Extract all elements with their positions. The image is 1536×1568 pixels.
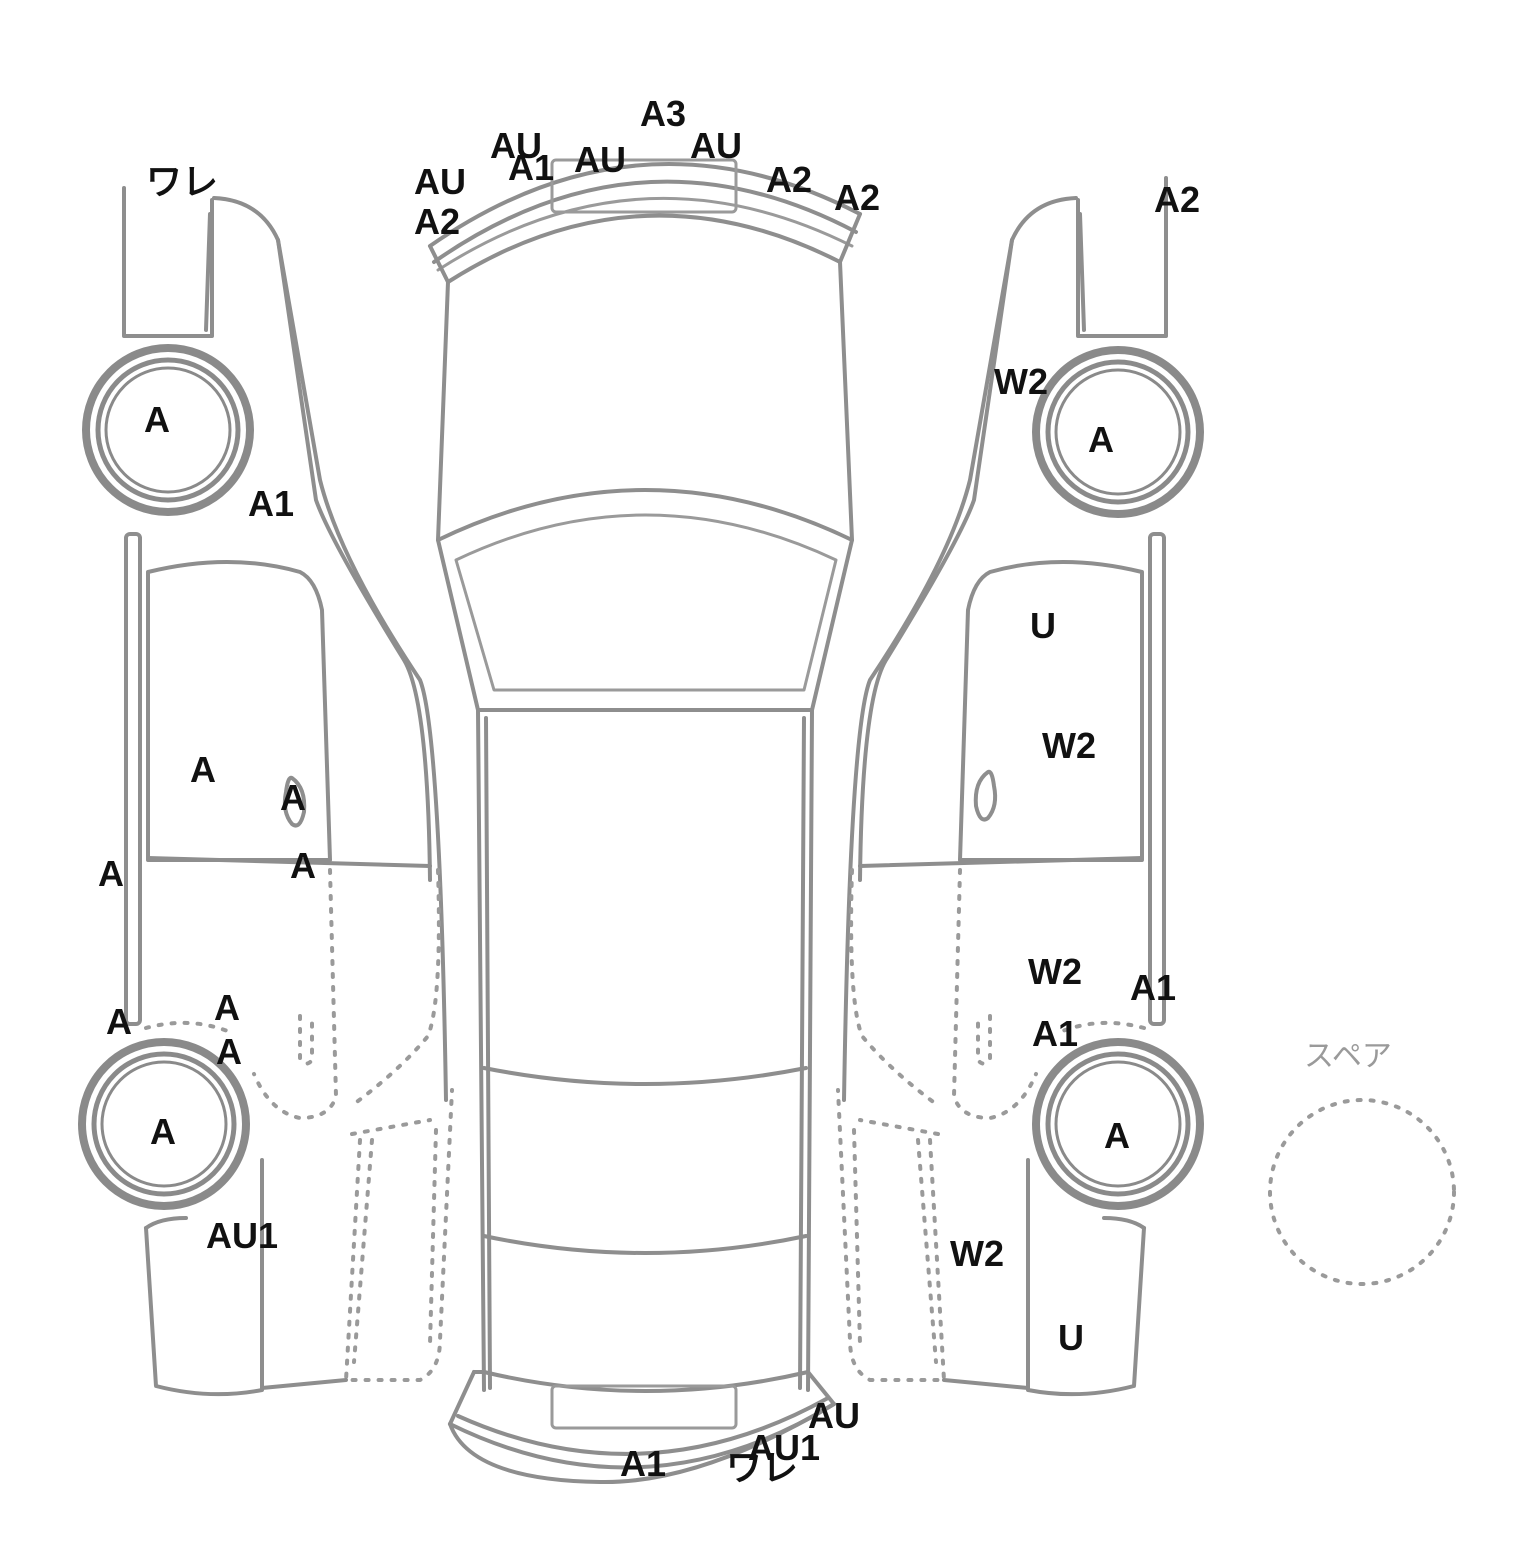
mark-bottom-a1: A1 bbox=[620, 1443, 666, 1484]
damage-marks: A3 AU A1 AU AU AU A2 A2 A2 ワレ A A1 A A A… bbox=[98, 93, 1200, 1488]
car-top-view bbox=[428, 158, 862, 1485]
mark-top-a2-1: A2 bbox=[414, 201, 460, 242]
left-rear-bumper bbox=[144, 1158, 264, 1397]
spare-tire: スペア bbox=[1268, 1039, 1456, 1286]
right-front-bumper bbox=[1076, 176, 1168, 338]
left-front-bumper bbox=[122, 186, 214, 338]
rear-bumper bbox=[482, 1370, 810, 1393]
spare-label: スペア bbox=[1304, 1039, 1392, 1074]
mark-right-rear-1: A1 bbox=[1032, 1013, 1078, 1054]
right-rear-quarter bbox=[836, 1088, 947, 1382]
mark-left-rear-1: A bbox=[106, 1001, 132, 1042]
mark-left-door-1: A bbox=[190, 749, 216, 790]
mark-left-rear-2: A bbox=[214, 987, 240, 1028]
rear-window-line bbox=[482, 1066, 808, 1086]
mark-top-a2-3: A2 bbox=[834, 177, 880, 218]
mark-left-rear-3: A bbox=[216, 1031, 242, 1072]
rear-license-plate bbox=[550, 1384, 738, 1430]
mark-top-a2-2: A2 bbox=[766, 159, 812, 200]
mark-top-au-3: AU bbox=[690, 125, 742, 166]
mark-left-crack-front: ワレ bbox=[146, 161, 218, 202]
mark-bottom-au1: AU1 bbox=[748, 1427, 820, 1468]
car-right-side-view bbox=[836, 176, 1204, 1397]
mark-top-a3: A3 bbox=[640, 93, 686, 134]
mark-right-rear-door: W2 bbox=[1028, 951, 1082, 992]
mark-right-door-2: W2 bbox=[1042, 725, 1096, 766]
mark-left-door-3: A bbox=[290, 845, 316, 886]
hood bbox=[436, 280, 450, 542]
car-left-side-view bbox=[78, 186, 454, 1397]
left-sill bbox=[124, 532, 142, 1026]
mark-left-rear-bumper: AU1 bbox=[206, 1215, 278, 1256]
mark-left-front-wheel: A bbox=[144, 399, 170, 440]
mark-left-sill: A bbox=[98, 853, 124, 894]
mark-right-front-bumper: A2 bbox=[1154, 179, 1200, 220]
mark-bottom-crack: ワレ bbox=[726, 1447, 798, 1488]
roof bbox=[476, 708, 486, 1392]
trunk-line bbox=[482, 1234, 808, 1255]
mark-top-au-2: AU bbox=[574, 139, 626, 180]
front-license-plate bbox=[550, 158, 738, 214]
mark-left-fender: A1 bbox=[248, 483, 294, 524]
mark-right-door-1: U bbox=[1030, 605, 1056, 646]
mark-right-rear-bumper: U bbox=[1058, 1317, 1084, 1358]
left-front-door bbox=[146, 560, 332, 862]
left-door-handle bbox=[282, 775, 307, 828]
right-sill bbox=[1148, 532, 1166, 1026]
mark-right-sill: A1 bbox=[1130, 967, 1176, 1008]
right-front-door bbox=[958, 560, 1144, 862]
mark-right-rear-wheel: A bbox=[1104, 1115, 1130, 1156]
mark-right-quarter: W2 bbox=[950, 1233, 1004, 1274]
right-door-handle bbox=[973, 769, 998, 822]
mark-bottom-au: AU bbox=[808, 1395, 860, 1436]
left-rear-wheel bbox=[78, 1038, 250, 1210]
mark-top-au-1: AU bbox=[490, 125, 542, 166]
front-bumper bbox=[428, 162, 862, 248]
mark-top-au-4: AU bbox=[414, 161, 466, 202]
windshield bbox=[436, 488, 854, 712]
left-front-wheel bbox=[82, 344, 254, 516]
mark-left-rear-wheel: A bbox=[150, 1111, 176, 1152]
right-rear-door bbox=[951, 868, 1038, 1121]
left-rear-quarter bbox=[343, 1088, 454, 1382]
mark-right-fender: W2 bbox=[994, 361, 1048, 402]
left-rear-door bbox=[252, 868, 339, 1121]
mark-top-a1: A1 bbox=[508, 147, 554, 188]
right-rear-bumper bbox=[1026, 1158, 1146, 1397]
right-front-wheel bbox=[1032, 346, 1204, 518]
right-rear-wheel bbox=[1032, 1038, 1204, 1210]
mark-left-door-2: A bbox=[280, 777, 306, 818]
mark-right-front-wheel: A bbox=[1088, 419, 1114, 460]
